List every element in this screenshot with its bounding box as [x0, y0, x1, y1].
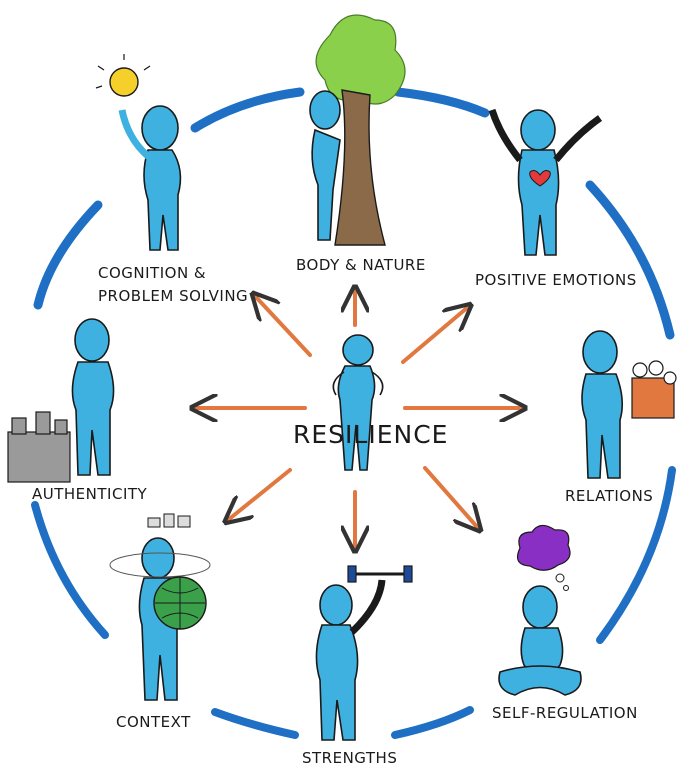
- center-figure: [332, 334, 384, 471]
- label-positive-emotions: POSITIVE EMOTIONS: [475, 271, 637, 289]
- ring-arc-right-upper: [585, 180, 675, 340]
- label-cognition-line1: COGNITION &: [98, 264, 207, 282]
- tree-icon: [315, 14, 406, 246]
- ring-arc-left-lower: [31, 501, 109, 639]
- self-regulation-figure: [498, 585, 582, 696]
- label-relations: RELATIONS: [565, 487, 654, 505]
- arrow-to-self-regulation: [423, 466, 478, 528]
- label-cognition-line2: PROBLEM SOLVING: [98, 287, 249, 305]
- family-icon: [631, 360, 677, 419]
- arrow-to-context: [228, 468, 292, 520]
- ring-arc-left-upper: [33, 200, 103, 310]
- strengths-figure: [315, 579, 386, 741]
- ring-arc-top-right: [393, 87, 490, 118]
- label-cognition: COGNITION & PROBLEM SOLVING: [98, 262, 248, 308]
- ring-arc-top-left: [190, 87, 305, 133]
- heart-icon: [529, 170, 551, 187]
- label-context: CONTEXT: [116, 713, 191, 731]
- label-body-nature: BODY & NATURE: [296, 256, 426, 274]
- arrow-to-cognition: [255, 296, 312, 357]
- thought-cloud-icon: [517, 524, 571, 591]
- lightbulb-icon: [109, 67, 139, 97]
- ring-arc-right-lower: [596, 466, 676, 644]
- positive-emotions-figure: [488, 108, 603, 256]
- globe-icon: [153, 576, 207, 630]
- dumbbell-icon: [347, 565, 413, 583]
- castle-icon: [7, 411, 71, 483]
- ring-arc-bottom-right: [391, 706, 474, 739]
- authenticity-figure: [71, 318, 115, 476]
- town-icon: [147, 513, 191, 528]
- arrow-to-positive-emotions: [401, 307, 468, 364]
- relations-figure: [581, 330, 624, 479]
- body-nature-figure: [309, 90, 341, 241]
- label-strengths: STRENGTHS: [302, 749, 398, 767]
- center-label: RESILIENCE: [293, 420, 449, 449]
- label-authenticity: AUTHENTICITY: [32, 485, 148, 503]
- outer-ring: [31, 87, 676, 739]
- cognition-figure: [95, 54, 182, 251]
- label-self-regulation: SELF-REGULATION: [492, 704, 638, 722]
- arrows: [195, 290, 522, 548]
- ring-arc-bottom-left: [211, 708, 299, 739]
